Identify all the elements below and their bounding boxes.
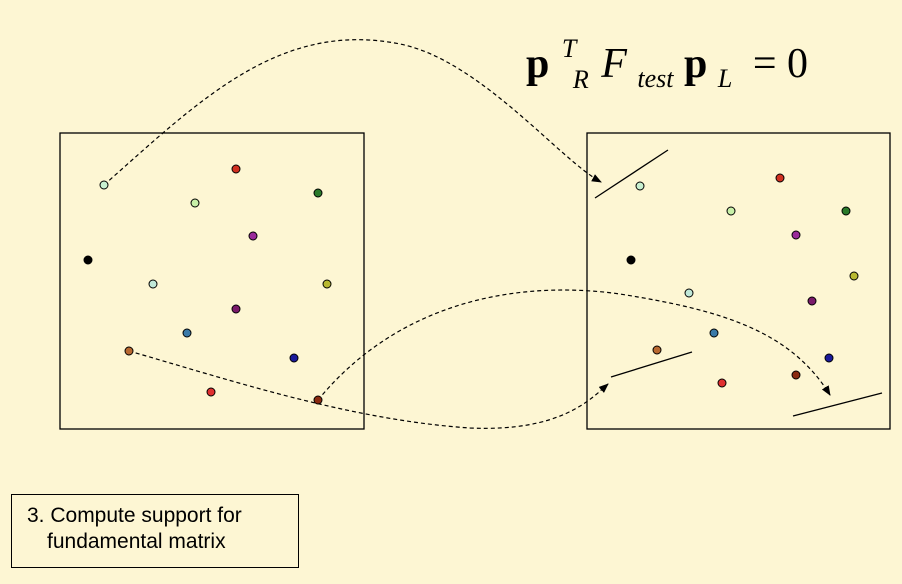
epipolar-line-bottom (792, 392, 883, 417)
right-feature-point-11 (652, 345, 662, 355)
right-feature-point-10 (709, 328, 719, 338)
eq-rhs: = 0 (753, 41, 808, 87)
left-feature-point-14 (313, 395, 323, 405)
left-feature-point-12 (289, 353, 299, 363)
caption-line-2: fundamental matrix (47, 530, 226, 553)
epipolar-line-top (594, 149, 669, 199)
left-feature-point-3 (190, 198, 200, 208)
correspondence-arrow-bottom (317, 289, 831, 401)
left-feature-point-4 (313, 188, 323, 198)
right-feature-point-1 (635, 181, 645, 191)
eq-sub-r: R (572, 65, 589, 94)
caption-line-1: 3. Compute support for (27, 504, 242, 527)
left-image-frame (59, 132, 365, 430)
right-image-frame (586, 132, 891, 430)
eq-f: F (600, 41, 627, 87)
left-feature-point-2 (231, 164, 241, 174)
right-feature-point-2 (775, 173, 785, 183)
right-feature-point-12 (824, 353, 834, 363)
left-feature-point-11 (124, 346, 134, 356)
correspondence-arrow-top (103, 39, 602, 186)
left-feature-point-8 (322, 279, 332, 289)
right-feature-point-7 (684, 288, 694, 298)
right-feature-point-8 (849, 271, 859, 281)
right-feature-point-14 (791, 370, 801, 380)
eq-sub-test: test (637, 64, 674, 93)
left-feature-point-6 (83, 255, 93, 265)
left-image-points (83, 164, 332, 405)
epipolar-equation: p T R F test p L = 0 (526, 21, 808, 98)
left-feature-point-9 (231, 304, 241, 314)
right-feature-point-13 (717, 378, 727, 388)
right-feature-point-6 (626, 255, 636, 265)
eq-p-right: p (526, 41, 549, 87)
left-feature-point-13 (206, 387, 216, 397)
left-feature-point-5 (248, 231, 258, 241)
eq-p-left: p (684, 41, 707, 87)
eq-sup-t: T (562, 34, 578, 63)
right-feature-point-3 (726, 206, 736, 216)
right-feature-point-9 (807, 296, 817, 306)
left-feature-point-1 (99, 180, 109, 190)
right-feature-point-4 (841, 206, 851, 216)
epipolar-line-middle (610, 351, 693, 378)
step-caption: 3. Compute support for fundamental matri… (11, 494, 299, 568)
right-image-points (626, 173, 859, 388)
correspondence-arrow-middle (128, 350, 609, 429)
left-feature-point-7 (148, 279, 158, 289)
eq-sub-l: L (717, 64, 732, 93)
right-feature-point-5 (791, 230, 801, 240)
left-feature-point-10 (182, 328, 192, 338)
